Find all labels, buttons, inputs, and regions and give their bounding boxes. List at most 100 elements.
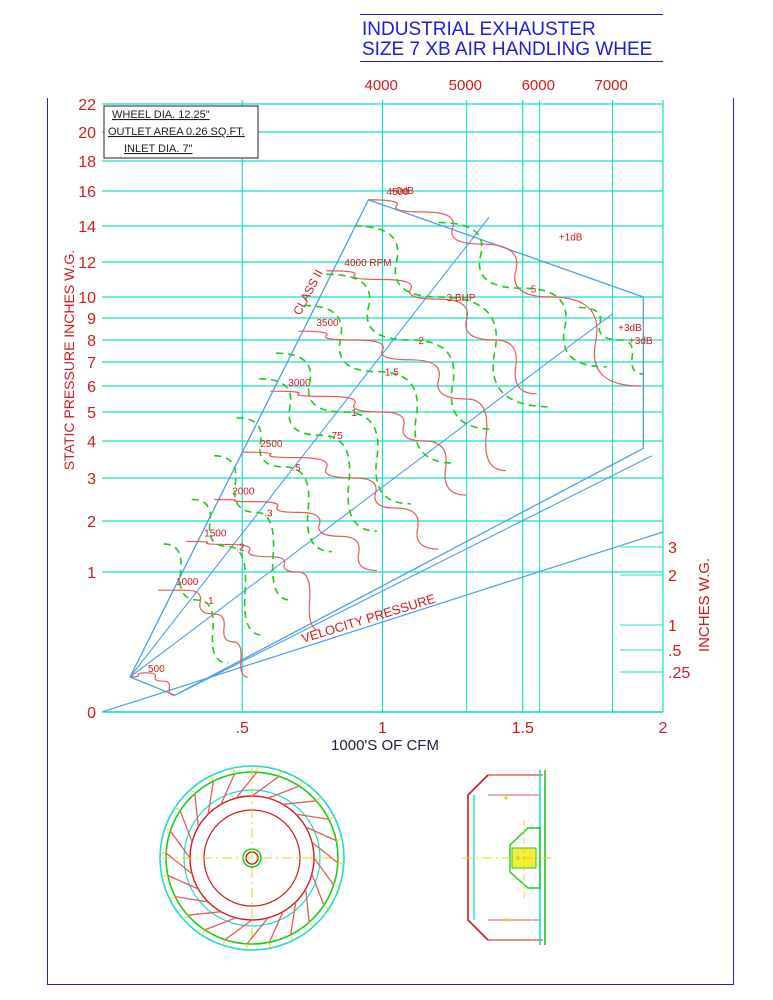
rpm-curve xyxy=(298,330,506,472)
bhp-curve xyxy=(236,417,333,553)
y-axis-tick-label: 6 xyxy=(87,379,96,396)
y2-axis-tick-label: .5 xyxy=(668,643,681,660)
bhp-curve xyxy=(578,306,644,375)
velocity-pressure-line xyxy=(101,531,664,713)
y-axis-tick-label: 3 xyxy=(87,471,96,488)
y2-axis-tick-label: 3 xyxy=(668,540,677,557)
info-box-line: OUTLET AREA 0.26 SQ.FT. xyxy=(108,126,245,138)
title-rule-bottom xyxy=(360,61,663,62)
rpm-curve xyxy=(242,451,439,550)
bhp-curve xyxy=(163,543,229,664)
y2-axis-title: INCHES W.G. xyxy=(696,558,713,652)
bhp-curve-label: 1 xyxy=(351,408,357,419)
rpm-curve xyxy=(130,672,175,696)
top-axis-tick-label: 7000 xyxy=(595,77,628,94)
rpm-curve-label: 1500 xyxy=(204,528,227,539)
bhp-curve-label: 1.5 xyxy=(385,368,399,379)
wheel-blades xyxy=(160,766,344,950)
wheel-blade xyxy=(246,917,269,945)
wheel-blade xyxy=(165,852,193,875)
wheel-blade-tip xyxy=(164,828,171,832)
x-axis-tick-label: 1 xyxy=(378,720,387,737)
side-view-rivet-top xyxy=(504,796,508,800)
wheel-blade xyxy=(311,873,325,906)
top-axis-tick-label: 5000 xyxy=(449,77,482,94)
side-view-inlet-profile xyxy=(467,774,489,941)
wheel-blade xyxy=(235,771,258,799)
rpm-curve xyxy=(368,199,641,387)
y-axis-tick-label: 9 xyxy=(87,311,96,328)
rpm-curve-label: 4000 RPM xyxy=(344,258,391,269)
frame-left-border xyxy=(47,98,48,985)
wheel-blade-tip xyxy=(161,874,168,878)
rpm-curve-label: 3000 xyxy=(288,378,311,389)
bhp-curve xyxy=(275,352,411,505)
wheel-blade-tip xyxy=(182,914,189,920)
db-label: +1dB xyxy=(559,232,583,243)
rpm-curve xyxy=(326,270,537,395)
wheel-blade xyxy=(305,888,310,923)
rpm-curve xyxy=(158,589,248,678)
wheel-blade-tip xyxy=(336,838,343,842)
bhp-curve-label: .75 xyxy=(329,431,343,442)
wheel-blade xyxy=(207,781,215,815)
wheel-blade-tip xyxy=(315,796,322,802)
chart-title-line2: SIZE 7 XB AIR HANDLING WHEE xyxy=(362,40,653,60)
wheel-blade-tip xyxy=(201,929,206,936)
wheel-blade xyxy=(194,793,199,828)
y-axis-tick-label: 4 xyxy=(87,434,96,451)
wheel-blade-tip xyxy=(290,934,294,941)
operating-region-boundary xyxy=(129,198,645,696)
wheel-blade-tip xyxy=(222,939,226,946)
y-axis-tick-label: 8 xyxy=(87,333,96,350)
wheel-blade-tip xyxy=(328,816,335,820)
wheel-inner-ring xyxy=(183,789,321,927)
bhp-curve-label: .5 xyxy=(292,463,301,474)
bhp-curve xyxy=(303,304,456,464)
side-view-hub-center xyxy=(516,856,520,860)
wheel-blade xyxy=(179,810,193,843)
top-axis-tick-label: 4000 xyxy=(365,77,398,94)
wheel-side-view xyxy=(462,770,552,945)
hub-outer xyxy=(242,848,262,868)
rpm-curve-label: 500 xyxy=(148,664,165,675)
frame-right-border xyxy=(733,98,734,985)
efficiency-limit-line xyxy=(129,313,613,678)
rpm-curve xyxy=(270,390,467,496)
bhp-curve-label: +3dB xyxy=(629,336,653,347)
x-axis-tick-label: 2 xyxy=(659,720,668,737)
wheel-blade xyxy=(169,830,191,859)
info-box-line: INLET DIA. 7" xyxy=(124,143,193,155)
info-box-line: WHEEL DIA. 12.25" xyxy=(112,109,210,121)
wheel-blade xyxy=(313,857,335,886)
y2-axis-tick-label: 2 xyxy=(668,568,677,585)
wheel-blade xyxy=(282,800,317,805)
bhp-curve xyxy=(191,498,262,636)
db-label: +0dB xyxy=(390,186,414,197)
wheel-blade xyxy=(251,775,280,797)
wheel-backplate-circle xyxy=(203,809,301,907)
wheel-blade-tip xyxy=(169,896,176,900)
title-rule-top xyxy=(360,14,663,15)
wheel-blade-tip xyxy=(298,780,303,787)
hub-bore xyxy=(245,851,259,865)
y2-axis-tick-label: 1 xyxy=(668,618,677,635)
wheel-blade xyxy=(167,874,199,890)
rpm-curve-label: 4500 xyxy=(386,187,409,198)
bhp-curve-label: 2 xyxy=(419,336,425,347)
frame-bottom-border xyxy=(47,984,734,985)
y-axis-tick-label: 14 xyxy=(78,219,96,236)
rpm-curve xyxy=(186,540,321,632)
wheel-blade xyxy=(289,901,297,935)
wheel-front-view xyxy=(159,765,345,951)
y-axis-title: STATIC PRESSURE INCHES W.G. xyxy=(61,250,77,470)
y-axis-tick-label: 16 xyxy=(78,184,96,201)
rpm-curve-label: 1000 xyxy=(176,577,199,588)
wheel-outer-ring xyxy=(159,765,345,951)
wheel-blade xyxy=(305,826,337,842)
side-view-hub xyxy=(511,847,537,869)
bhp-curve-label: 3 BHP xyxy=(447,293,476,304)
bhp-curve-label: .1 xyxy=(205,596,214,607)
